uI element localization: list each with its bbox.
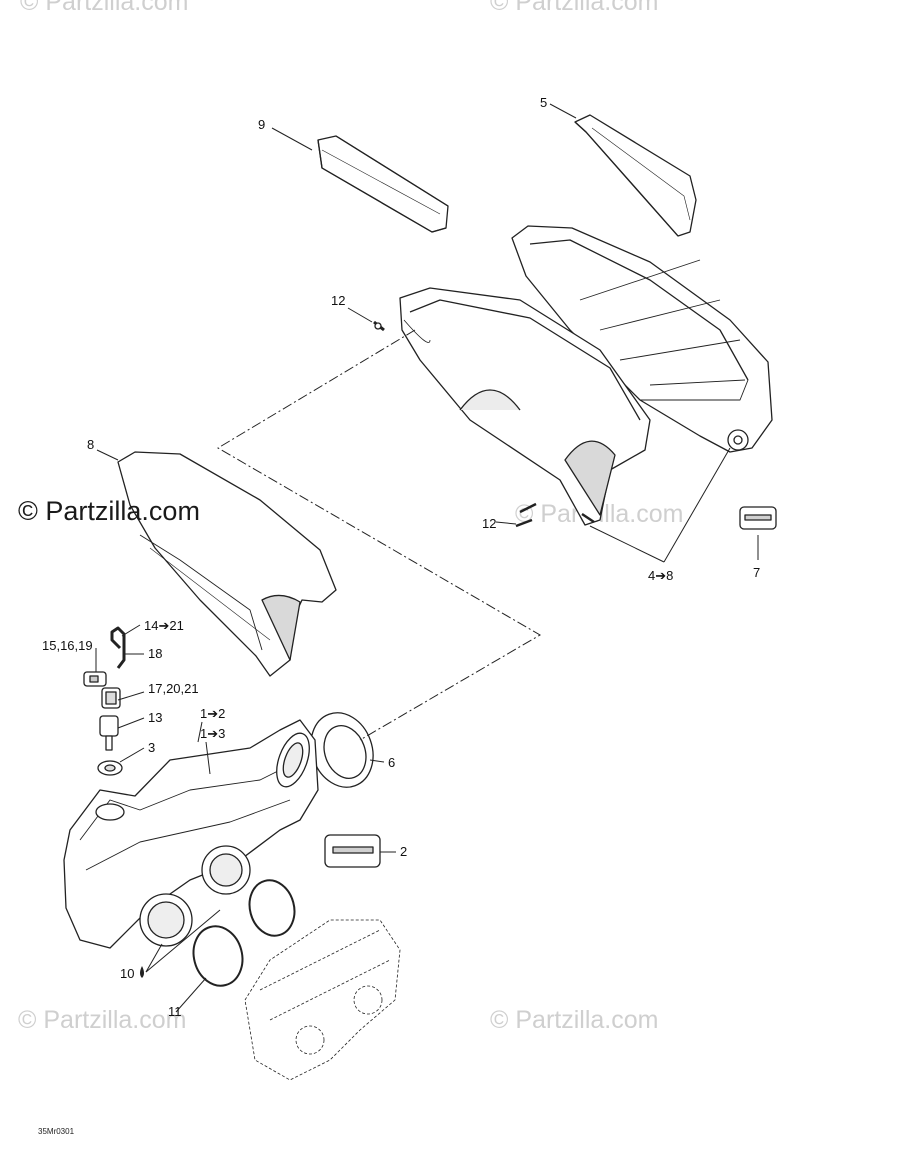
watermark-partzilla: © Partzilla.com bbox=[18, 496, 200, 526]
assembly-guide-line bbox=[217, 329, 541, 741]
silencer-cover-rear[interactable] bbox=[511, 225, 773, 453]
callout-7: 7 bbox=[753, 565, 760, 580]
part-2-label[interactable] bbox=[324, 834, 381, 868]
callout-1-2: 1➔2 bbox=[200, 706, 225, 721]
callout-5: 5 bbox=[540, 95, 547, 110]
callout-12-bottom: 12 bbox=[482, 516, 496, 531]
callout-13: 13 bbox=[148, 710, 162, 725]
callout-10: 10 bbox=[120, 966, 134, 981]
part-8-foam[interactable] bbox=[117, 451, 337, 677]
part-3-grommet[interactable] bbox=[97, 760, 123, 776]
carburetor-assembly-outline bbox=[244, 919, 401, 1081]
callout-15-16-19: 15,16,19 bbox=[42, 638, 93, 653]
watermark-top-right: © Partzilla.com bbox=[490, 0, 659, 16]
part-12-screw-top[interactable] bbox=[373, 320, 385, 332]
watermark-bottom-right: © Partzilla.com bbox=[490, 1006, 659, 1034]
part-18-hose[interactable] bbox=[110, 626, 126, 669]
callout-4-8: 4➔8 bbox=[648, 568, 673, 583]
part-12-screw-bottom[interactable] bbox=[515, 502, 595, 528]
part-15-sensor[interactable] bbox=[83, 671, 107, 687]
callout-17-20-21: 17,20,21 bbox=[148, 681, 199, 696]
callout-14-21: 14➔21 bbox=[144, 618, 184, 633]
silencer-cover-front[interactable] bbox=[399, 287, 651, 526]
silencer-base-housing[interactable] bbox=[63, 719, 319, 949]
part-13-valve[interactable] bbox=[99, 715, 119, 751]
drop-icon bbox=[140, 966, 144, 978]
callout-9: 9 bbox=[258, 117, 265, 132]
leader-lines bbox=[95, 103, 759, 1013]
callout-3: 3 bbox=[148, 740, 155, 755]
part-17-connector[interactable] bbox=[101, 687, 121, 709]
callout-18: 18 bbox=[148, 646, 162, 661]
callout-2: 2 bbox=[400, 844, 407, 859]
part-9-foam-strip[interactable] bbox=[317, 135, 449, 233]
part-11-clamp[interactable] bbox=[187, 875, 300, 991]
drawing-code: 35Mr0301 bbox=[38, 1127, 75, 1136]
callout-6: 6 bbox=[388, 755, 395, 770]
watermark-bottom-left: © Partzilla.com bbox=[18, 1006, 187, 1034]
watermark-top-left: © Partzilla.com bbox=[20, 0, 189, 16]
callout-11: 11 bbox=[168, 1004, 182, 1019]
callout-8: 8 bbox=[87, 437, 94, 452]
part-5-foam-pad[interactable] bbox=[574, 114, 697, 237]
part-7-label[interactable] bbox=[739, 506, 777, 530]
callout-12-top: 12 bbox=[331, 293, 345, 308]
callout-1-3: 1➔3 bbox=[200, 726, 225, 741]
